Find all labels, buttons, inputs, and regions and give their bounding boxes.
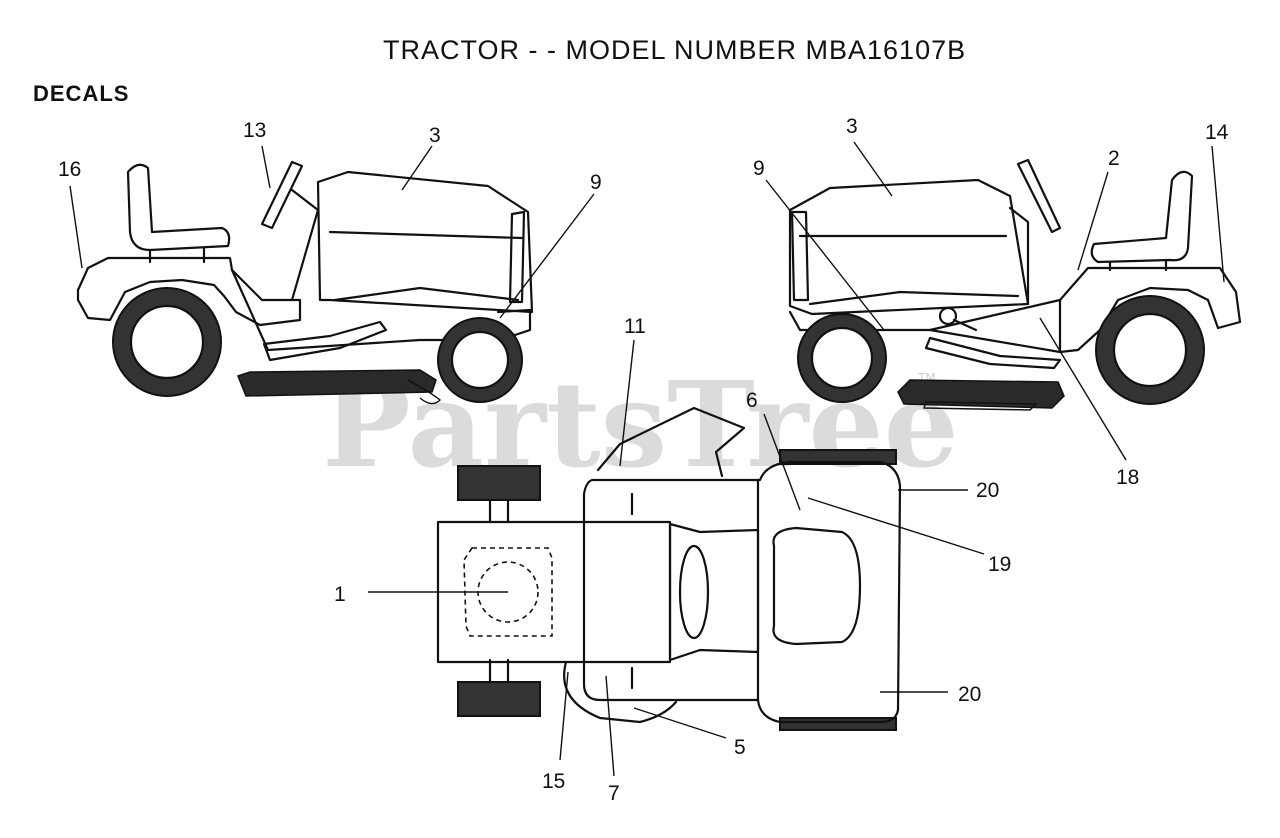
section-label: DECALS [33,81,129,106]
grille-left [508,210,526,304]
front-axle-top [488,498,510,684]
deck-chute-left [407,379,442,405]
leader-3-right [853,141,893,197]
leader-2 [1077,171,1109,271]
callout-7: 7 [608,782,620,805]
leader-14 [1211,145,1225,283]
leader-lines [69,141,1225,777]
deck-skirt-right [923,401,1038,411]
steering-wheel-left [260,160,304,230]
seat-post-left [148,246,206,264]
callout-9-left: 9 [590,171,602,194]
callout-5: 5 [734,736,746,759]
console-top [668,522,760,662]
lever-knob-right [938,306,958,326]
seat-back-top [596,406,746,478]
callout-19: 19 [988,553,1011,576]
leader-11 [619,339,635,467]
leader-7 [605,675,615,777]
tractor-right-side-view [788,158,1242,411]
seat-post-right [1108,258,1168,272]
seat-left [126,163,231,252]
front-rim-left [450,330,510,390]
seat-top [772,526,862,646]
mower-deck-right [897,379,1065,409]
leader-3-left [401,145,433,191]
leader-18 [1039,317,1127,461]
rear-fender-right [1058,266,1242,354]
hood-panel-lines-right [798,234,1020,306]
front-rim-right [810,326,874,390]
callout-15: 15 [542,770,565,793]
callout-20-bottom: 20 [958,683,981,706]
callout-labels: 16 13 3 9 3 9 2 14 18 11 6 20 19 1 20 5 … [58,115,1229,805]
fender-curve-top [563,660,678,724]
callout-16: 16 [58,158,81,181]
front-tire-top-upper [457,465,541,501]
hood-right [788,178,1030,316]
mower-deck-left [237,369,437,397]
callout-6: 6 [746,389,758,412]
callout-20-top: 20 [976,479,999,502]
rear-fender-left [76,256,302,327]
steering-column-left [290,188,320,302]
rear-rim-left [129,304,205,380]
steering-wheel-top [678,544,710,640]
callout-11: 11 [624,315,646,338]
tractor-top-view [436,406,902,731]
hood-panel-lines-left [328,230,524,302]
steering-wheel-right [1016,158,1062,234]
leader-9-left [499,193,595,319]
rear-tire-top-lower [779,717,897,731]
steering-column-right [1008,206,1030,306]
callout-9-right: 9 [753,157,765,180]
hood-left [316,170,534,314]
callout-2: 2 [1108,147,1120,170]
leader-16 [69,185,83,269]
leader-9-right [765,179,885,331]
grille-right [790,210,810,302]
rear-rim-right [1112,312,1188,388]
leader-5 [633,707,727,739]
foot-pedal-left [262,320,388,362]
callout-1: 1 [334,583,346,606]
tractor-left-side-view [76,160,534,405]
callout-13: 13 [243,119,266,142]
diagram-title: TRACTOR - - MODEL NUMBER MBA16107B [383,35,966,65]
leader-15 [559,671,569,761]
callout-18: 18 [1116,466,1139,489]
foot-pedal-right [924,336,1062,370]
leader-6 [763,413,801,511]
seat-right [1090,170,1194,264]
leader-13 [261,145,271,189]
leader-19 [807,497,985,555]
front-tire-top-lower [457,681,541,717]
callout-3-left: 3 [429,124,441,147]
callout-3-right: 3 [846,115,858,138]
callout-14: 14 [1205,121,1229,144]
lever-right [952,318,978,332]
body-top [582,460,902,724]
